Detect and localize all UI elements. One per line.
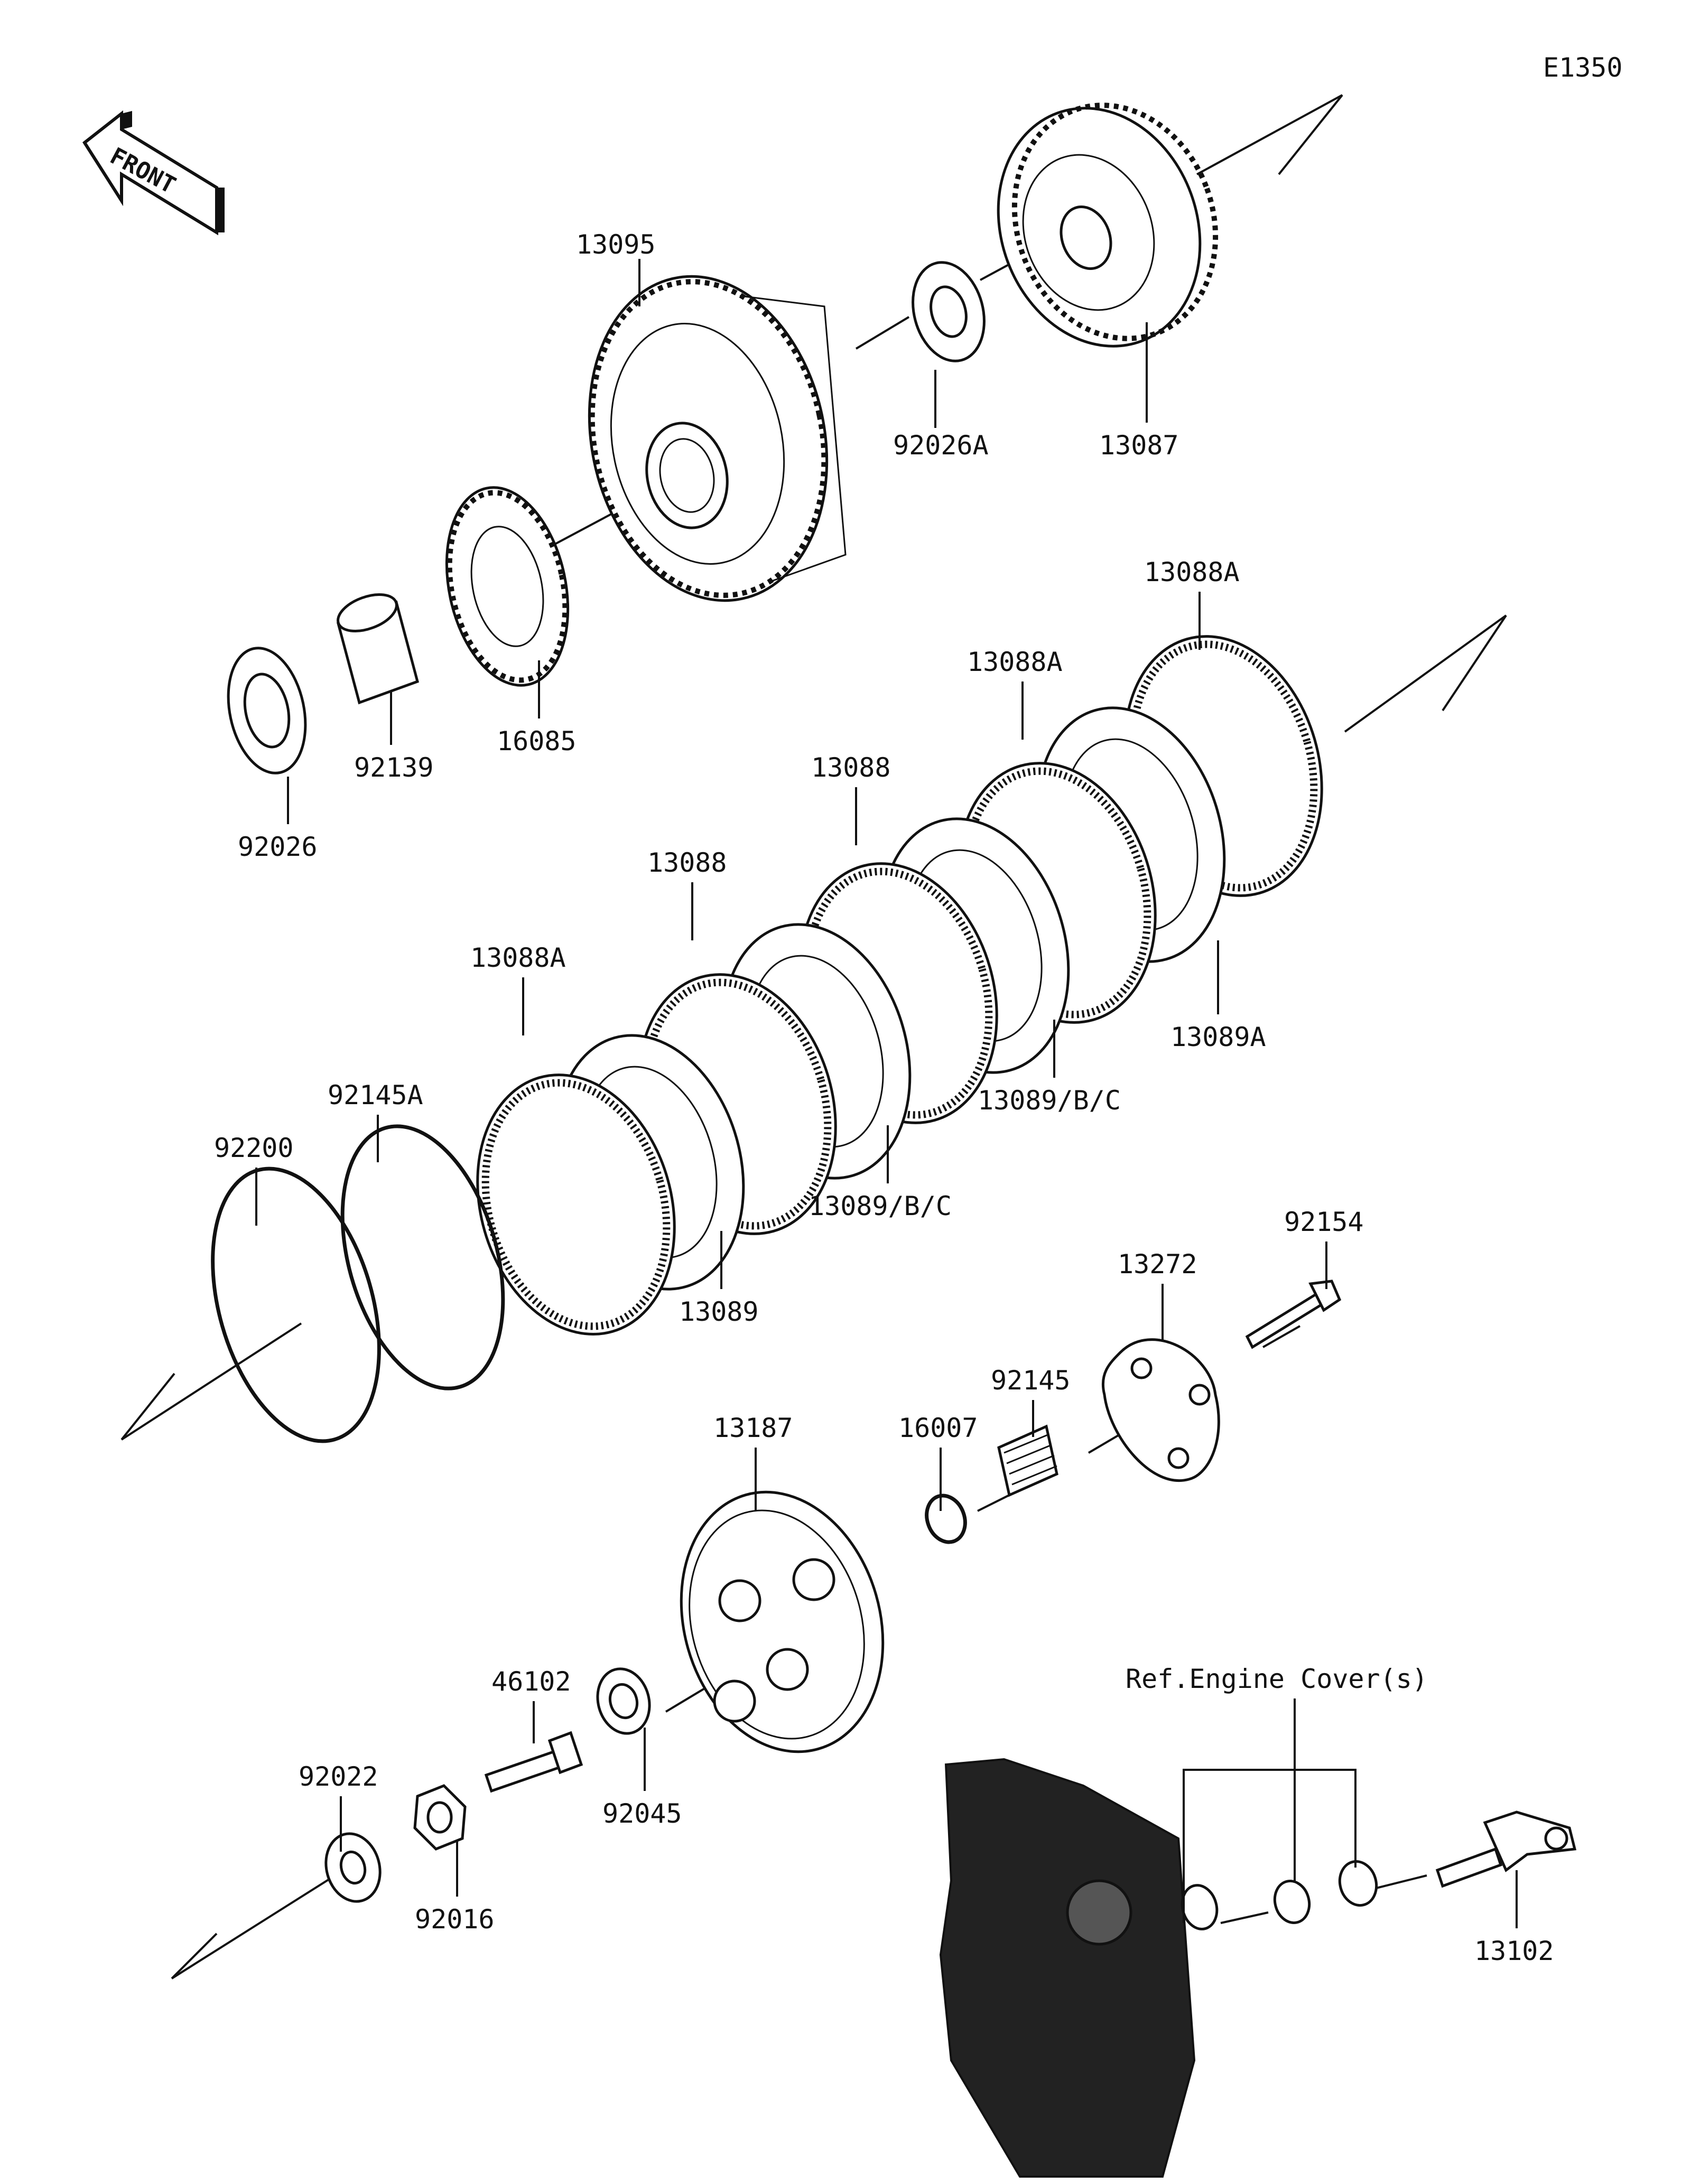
label-13102: 13102: [1474, 1936, 1554, 1966]
label-13088A-mid: 13088A: [967, 647, 1063, 677]
label-92154: 92154: [1284, 1207, 1364, 1237]
label-16085: 16085: [497, 726, 577, 757]
engine-cover: [939, 1758, 1219, 2178]
part-13087-clutch-drum: [997, 102, 1219, 348]
part-16007-circlip: [925, 1494, 967, 1544]
label-13087: 13087: [1099, 430, 1179, 461]
part-92026A-washer: [912, 261, 986, 362]
label-13088A-top: 13088A: [1144, 557, 1240, 587]
leader-lines: [255, 259, 1518, 1928]
label-92022: 92022: [299, 1761, 378, 1792]
part-cover-seal: [1273, 1879, 1311, 1925]
part-16085-gear: [445, 486, 570, 687]
label-92026A: 92026A: [893, 430, 989, 461]
part-13187-pressure-plate: [680, 1490, 885, 1753]
label-92139: 92139: [354, 752, 434, 783]
label-13088A-left: 13088A: [470, 942, 566, 973]
label-92016: 92016: [415, 1904, 495, 1935]
part-13272-plate: [1101, 1338, 1220, 1482]
part-92139-bushing: [336, 593, 420, 705]
part-92145A-ring: [340, 1124, 505, 1390]
part-13095-clutch-housing: [588, 275, 847, 602]
part-13102-lever: [1435, 1810, 1577, 1888]
front-arrow-icon: FRONT: [82, 110, 225, 236]
label-13187: 13187: [713, 1413, 793, 1443]
part-92026-washer: [227, 647, 307, 774]
label-92145A: 92145A: [328, 1080, 423, 1110]
part-92016-nut: [413, 1784, 467, 1851]
label-13089BC-lower: 13089/B/C: [809, 1191, 952, 1221]
label-13272: 13272: [1118, 1249, 1197, 1280]
part-92154-bolt: [1245, 1280, 1342, 1349]
part-92045-bearing: [596, 1667, 651, 1735]
label-13089BC-upper: 13089/B/C: [978, 1085, 1121, 1116]
part-92200-ring: [211, 1166, 381, 1443]
label-13095: 13095: [576, 229, 656, 260]
label-13089A: 13089A: [1170, 1022, 1266, 1052]
part-46102-pushrod: [484, 1731, 583, 1793]
label-13089: 13089: [679, 1296, 759, 1327]
part-92022-washer: [324, 1832, 382, 1903]
diagram-code: E1350: [1543, 52, 1623, 83]
label-ref-engine-cover: Ref.Engine Cover(s): [1126, 1664, 1428, 1694]
label-13088-lower: 13088: [647, 847, 727, 878]
part-cover-bearing: [1338, 1860, 1378, 1907]
label-92045: 92045: [602, 1798, 682, 1829]
label-92026: 92026: [238, 832, 318, 862]
label-92200: 92200: [214, 1133, 294, 1163]
label-92145: 92145: [991, 1365, 1071, 1396]
part-92145-spring: [997, 1424, 1058, 1497]
label-46102: 46102: [491, 1666, 571, 1697]
label-13088-upper: 13088: [811, 752, 891, 783]
ref-bracket: [1183, 1769, 1356, 1923]
clutch-plate-stack: [476, 635, 1323, 1336]
label-16007: 16007: [898, 1413, 978, 1443]
